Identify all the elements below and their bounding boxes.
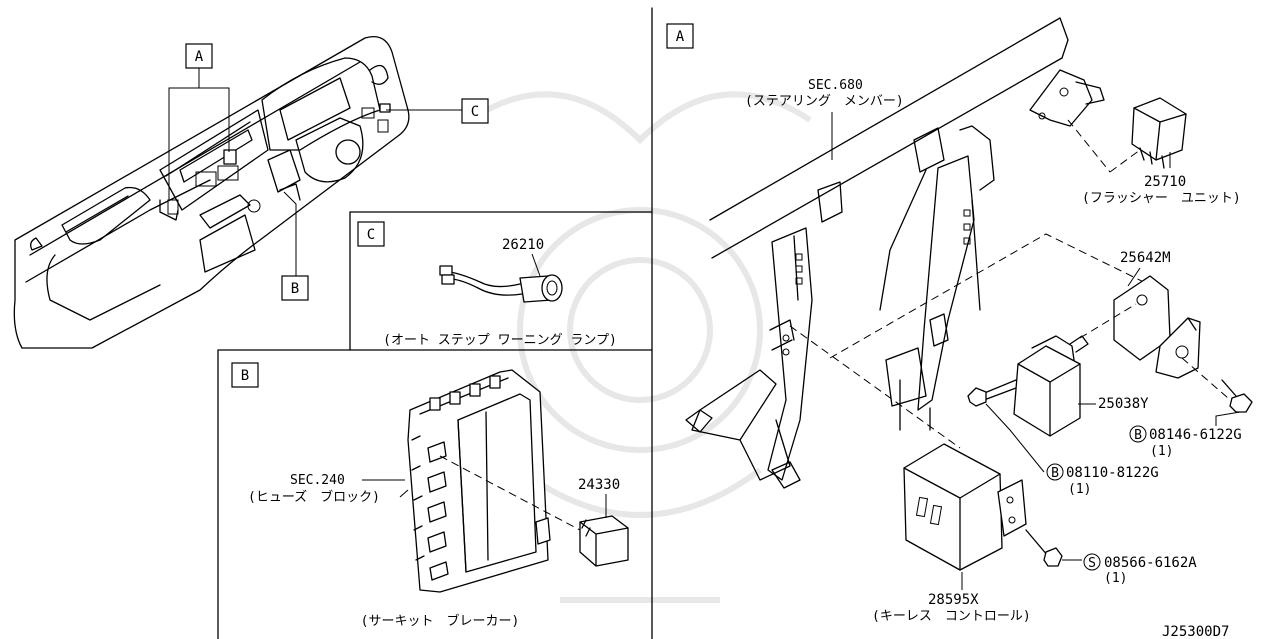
bolt-08566-mark: S [1088, 556, 1096, 571]
bolt-08146-qty: (1) [1150, 444, 1173, 459]
caption-steering-member: (ステアリング メンバー) [745, 94, 904, 109]
panel-b: B SEC.240 (ヒューズ ブロック) [231, 362, 629, 629]
label-box-a-dashboard: A [185, 43, 213, 69]
part-25038y: 25038Y [1098, 396, 1149, 412]
letter-c-dashboard: C [471, 104, 479, 120]
bolt-08110-mark: B [1051, 466, 1059, 481]
steering-member-drawing [685, 17, 1069, 489]
bolt-08110-qty: (1) [1068, 482, 1091, 497]
part-24330: 24330 [578, 477, 620, 493]
caption-flasher-unit: (フラッシャー ユニット) [1082, 191, 1241, 206]
dashboard-drawing [13, 35, 410, 349]
caption-auto-step-lamp: (オート ステップ ワーニング ランプ) [383, 333, 617, 348]
bolt-08146-code: 08146-6122G [1149, 427, 1242, 443]
watermark-emblem [468, 91, 812, 603]
letter-c-panel: C [367, 227, 375, 243]
bolt-08566-qty: (1) [1104, 571, 1127, 586]
label-box-b-dashboard: B [281, 275, 309, 301]
caption-circuit-breaker: (サーキット ブレーカー) [361, 613, 520, 629]
label-box-c-dashboard: C [461, 98, 489, 124]
part-28595x: 28595X [928, 592, 979, 608]
panel-frames [217, 7, 653, 639]
drawing-code: J25300D7 [1162, 624, 1229, 639]
part-25642m: 25642M [1120, 250, 1171, 266]
relay-25038y-drawing [1013, 335, 1089, 437]
circuit-breaker-drawing [579, 515, 629, 567]
bolt-08110-drawing [967, 379, 1017, 407]
bracket-25642m-drawing [1113, 275, 1201, 379]
bolt-08146-drawing [1221, 379, 1253, 413]
bolt-08146-mark: B [1134, 428, 1142, 443]
letter-a-panel: A [676, 29, 685, 45]
flasher-unit-drawing [1029, 69, 1187, 169]
keyless-control-drawing [903, 443, 1027, 571]
caption-fuse-block: (ヒューズ ブロック) [248, 489, 380, 505]
panel-a: A SEC.680 (ステアリング メンバー) [666, 17, 1253, 639]
letter-a-dashboard: A [195, 49, 204, 65]
bolt-08110-code: 08110-8122G [1066, 465, 1159, 481]
warning-lamp-drawing [439, 265, 563, 303]
fuse-block-drawing [407, 369, 551, 593]
part-26210: 26210 [502, 237, 544, 253]
letter-b-dashboard: B [291, 281, 299, 297]
dashboard-leaders [168, 68, 462, 276]
caption-keyless-control: (キーレス コントロール) [872, 609, 1031, 624]
part-25710: 25710 [1144, 174, 1186, 190]
panel-c: C 26210 (オート ステップ ワーニング ランプ) [357, 221, 617, 348]
section-sec240: SEC.240 [290, 473, 345, 488]
section-sec680: SEC.680 [808, 78, 863, 93]
bolt-08566-code: 08566-6162A [1104, 555, 1197, 571]
letter-b-panel: B [241, 368, 249, 384]
